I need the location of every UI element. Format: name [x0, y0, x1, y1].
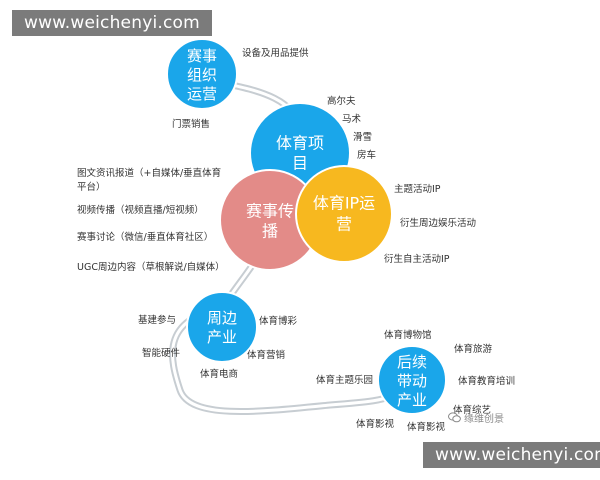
label-rv: 房车	[357, 149, 376, 161]
label-museum: 体育博物馆	[384, 329, 432, 341]
circle-event-org-line-3: 运营	[187, 85, 217, 103]
wechat-icon	[448, 412, 461, 423]
circle-event-broadcast-line-1: 赛事传	[246, 202, 294, 221]
label-derived-ip: 衍生自主活动IP	[384, 253, 450, 265]
circle-sports-project-line-1: 体育项	[276, 134, 324, 153]
label-tickets: 门票销售	[172, 118, 210, 130]
label-theme-park: 体育主题乐园	[316, 374, 373, 386]
label-infrastructure: 基建参与	[138, 314, 176, 326]
label-education: 体育教育培训	[458, 375, 515, 387]
circle-sports-ip: 体育IP运 营	[295, 165, 393, 263]
label-film-2: 体育影视	[407, 421, 446, 433]
label-video-spread: 视频传播（视频直播/短视频）	[77, 204, 204, 216]
labels: 设备及用品提供 门票销售 高尔夫 马术 滑雪 房车 图文资讯报道（+自媒体/垂直…	[77, 47, 515, 433]
label-graphic-news-2: 平台）	[77, 181, 106, 193]
watermark-bottom: www.weichenyi.com	[423, 442, 600, 468]
label-event-discussion: 赛事讨论（微信/垂直体育社区）	[77, 231, 213, 243]
circle-event-broadcast-line-2: 播	[262, 222, 278, 241]
label-skiing: 滑雪	[353, 132, 372, 143]
label-film-1: 体育影视	[356, 418, 395, 430]
circle-follow-up-line-3: 产业	[397, 391, 427, 409]
watermark-top: www.weichenyi.com	[12, 10, 212, 36]
circle-sports-ip-line-1: 体育IP运	[313, 194, 375, 213]
circle-sports-project-line-2: 目	[292, 154, 308, 173]
label-ecommerce: 体育电商	[200, 368, 238, 380]
circle-periphery-line-1: 周边	[207, 309, 237, 327]
label-equipment: 设备及用品提供	[242, 47, 309, 59]
stamp-text: 缘维创景	[464, 414, 504, 425]
circle-follow-up: 后续 带动 产业	[377, 345, 447, 415]
circle-periphery: 周边 产业	[186, 291, 258, 363]
label-theme-ip: 主题活动IP	[394, 183, 441, 195]
label-equestrian: 马术	[342, 113, 362, 125]
label-marketing: 体育营销	[247, 349, 286, 361]
circle-event-org-line-2: 组织	[187, 66, 217, 84]
label-smart-hardware: 智能硬件	[142, 347, 181, 359]
circle-follow-up-line-2: 带动	[397, 372, 427, 390]
label-golf: 高尔夫	[327, 95, 356, 107]
label-ugc: UGC周边内容（草根解说/自媒体）	[77, 261, 225, 273]
circle-event-org: 赛事 组织 运营	[166, 38, 238, 110]
source-stamp: 缘维创景	[448, 410, 504, 425]
label-graphic-news-1: 图文资讯报道（+自媒体/垂直体育	[77, 167, 221, 179]
circle-event-org-line-1: 赛事	[187, 47, 217, 65]
label-lottery: 体育博彩	[259, 315, 298, 327]
label-tourism: 体育旅游	[454, 343, 493, 355]
circle-follow-up-line-1: 后续	[397, 353, 427, 371]
label-derived-entertainment: 衍生周边娱乐活动	[400, 217, 476, 229]
circle-periphery-line-2: 产业	[207, 328, 237, 346]
circle-sports-ip-line-2: 营	[336, 215, 352, 234]
label-variety: 体育综艺	[453, 404, 491, 416]
